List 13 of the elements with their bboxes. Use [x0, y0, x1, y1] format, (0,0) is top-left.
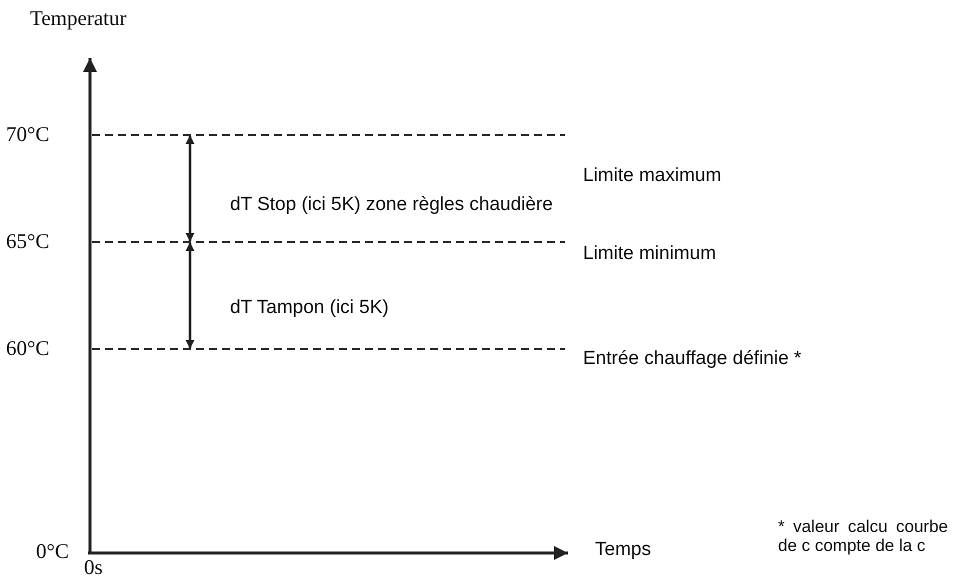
- zone-label: dT Tampon (ici 5K): [230, 298, 389, 317]
- axis-title: Temps: [595, 540, 651, 559]
- tick-label: 0s: [84, 557, 103, 578]
- tick-label: 0°C: [36, 541, 69, 562]
- zone-label: dT Stop (ici 5K) zone règles chaudière: [230, 195, 553, 214]
- level-label: Limite maximum: [583, 166, 722, 185]
- axis-title: Temperatur: [30, 8, 126, 29]
- level-label: Limite minimum: [583, 244, 716, 263]
- tick-label: 70°C: [6, 124, 50, 145]
- tick-label: 65°C: [6, 231, 50, 252]
- level-label: Entrée chauffage définie *: [583, 349, 802, 368]
- footnote: * valeur calcu courbe de c compte de la c: [778, 517, 948, 555]
- tick-label: 60°C: [6, 338, 50, 359]
